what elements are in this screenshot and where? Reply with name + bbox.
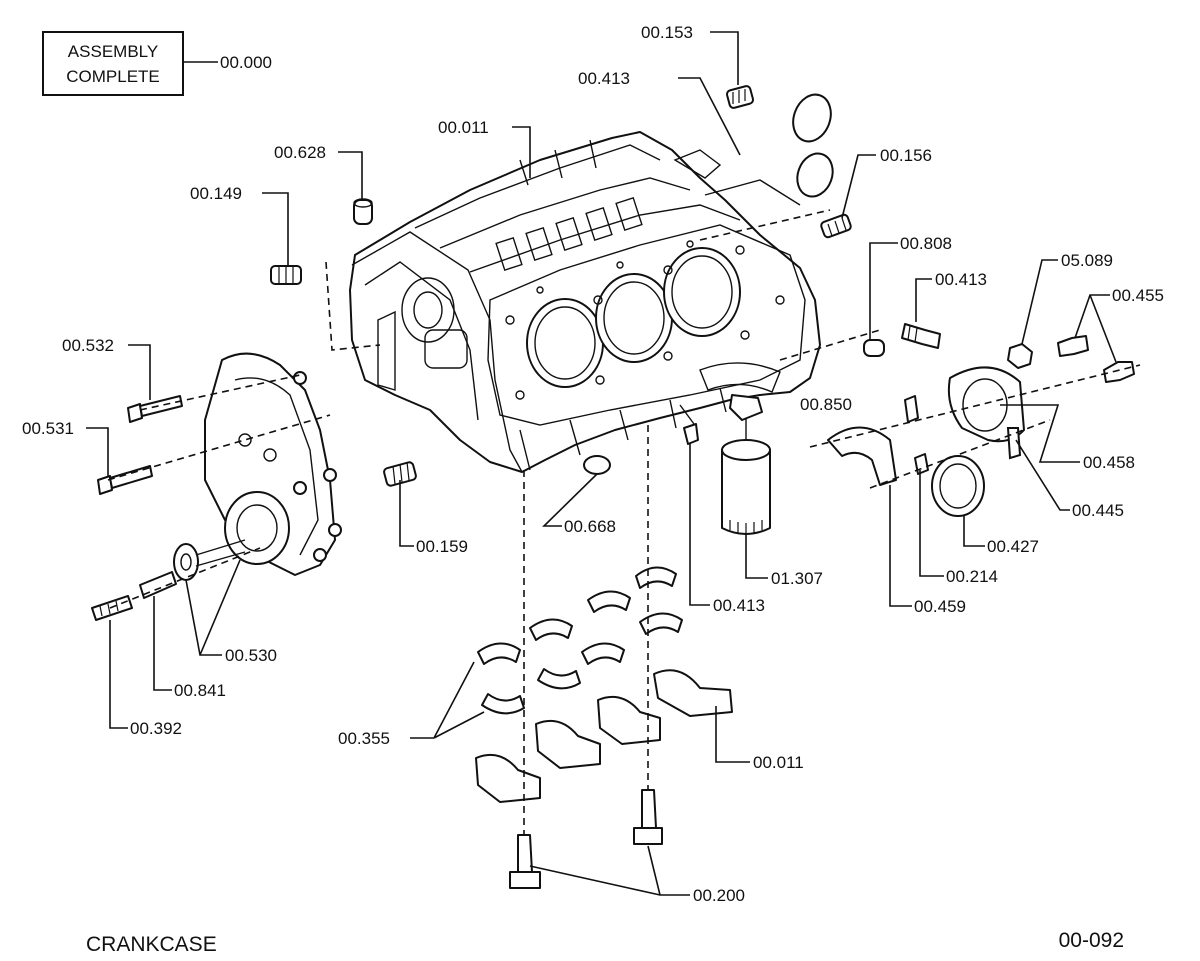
callout-00-149: 00.149 (190, 184, 242, 203)
oil-filter-01-307 (721, 394, 771, 535)
callout-00-011-top: 00.011 (438, 118, 489, 137)
bolt-00-455 (1057, 335, 1135, 383)
pin-00-668 (583, 455, 611, 475)
callout-00-413-right: 00.413 (935, 270, 987, 289)
timing-cover (204, 352, 342, 576)
stud-00-841 (139, 571, 177, 599)
assembly-box-line2: COMPLETE (66, 67, 160, 86)
callout-00-156: 00.156 (880, 146, 932, 165)
callout-00-011-bottom: 00.011 (753, 753, 804, 772)
callout-00-455: 00.455 (1112, 286, 1164, 305)
callout-00-355: 00.355 (338, 729, 390, 748)
seal-00-530 (173, 539, 246, 581)
rear-seal-retainer-00-458 (947, 366, 1025, 460)
dowel-00-808 (863, 339, 885, 357)
callout-00-850: 00.850 (800, 395, 852, 414)
plug-00-156 (820, 213, 852, 239)
main-bearing-shells (477, 566, 683, 715)
callout-00-458: 00.458 (1083, 453, 1135, 472)
callout-00-413-bottom: 00.413 (713, 596, 765, 615)
plug-00-159 (383, 461, 417, 487)
plug-05-089 (1007, 343, 1033, 369)
main-cap-bolts (509, 789, 663, 889)
callout-00-808: 00.808 (900, 234, 952, 253)
callout-labels: 00.153 00.413 00.011 00.628 00.156 00.14… (22, 23, 1164, 905)
callout-00-153: 00.153 (641, 23, 693, 42)
assembly-lines (107, 209, 1141, 835)
rear-cap-00-459 (827, 395, 929, 486)
callout-01-307: 01.307 (771, 569, 823, 588)
callout-00-459: 00.459 (914, 597, 966, 616)
callout-00-668: 00.668 (564, 517, 616, 536)
callout-00-200: 00.200 (693, 886, 745, 905)
bolt-00-413-right (901, 323, 941, 349)
callout-00-445: 00.445 (1072, 501, 1124, 520)
rear-seal-00-427 (931, 455, 985, 517)
main-bearing-caps (475, 669, 733, 803)
crankcase-block (349, 131, 821, 473)
callout-05-089: 05.089 (1061, 251, 1113, 270)
dowel-00-628 (353, 198, 373, 225)
callout-00-841: 00.841 (174, 681, 226, 700)
callout-00-531: 00.531 (22, 419, 74, 438)
callout-00-532: 00.532 (62, 336, 114, 355)
bolt-00-532 (127, 395, 183, 423)
callout-00-413-top: 00.413 (578, 69, 630, 88)
callout-00-159: 00.159 (416, 537, 468, 556)
assembly-box-line1: ASSEMBLY (68, 42, 158, 61)
expansion-plug-top (792, 93, 834, 198)
diagram-title: CRANKCASE (86, 933, 217, 956)
callout-00-392: 00.392 (130, 719, 182, 738)
assembly-complete-box: ASSEMBLY COMPLETE 00.000 (42, 31, 272, 96)
callout-00-427: 00.427 (987, 537, 1039, 556)
callout-00-214: 00.214 (946, 567, 998, 586)
plug-00-153 (725, 85, 755, 109)
plug-00-149 (270, 265, 302, 285)
callout-leaders (86, 31, 1117, 896)
callout-00-628: 00.628 (274, 143, 326, 162)
oil-pressure-sender-00-413 (679, 404, 699, 445)
callout-00-530: 00.530 (225, 646, 277, 665)
drawing-number: 00-092 (1059, 929, 1124, 952)
callout-00-000: 00.000 (220, 53, 272, 72)
